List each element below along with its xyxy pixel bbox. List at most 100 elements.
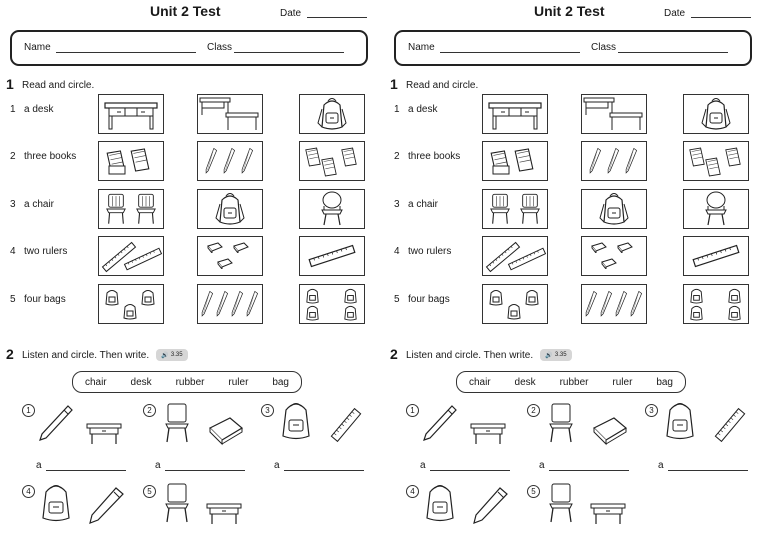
answer-line[interactable] xyxy=(46,470,126,471)
rubber-picture[interactable] xyxy=(206,410,246,452)
item-number-badge: 5 xyxy=(143,485,156,498)
answer-line[interactable] xyxy=(430,470,510,471)
chair-picture[interactable] xyxy=(158,482,198,524)
rubber-picture[interactable] xyxy=(590,410,630,452)
name-label: Name xyxy=(24,42,51,53)
audio-track-number: 3.35 xyxy=(170,352,183,358)
backpack-picture-option[interactable] xyxy=(581,189,647,229)
name-class-box xyxy=(394,30,752,66)
desk-picture[interactable] xyxy=(588,490,628,532)
desk-picture[interactable] xyxy=(468,410,508,452)
answer-line[interactable] xyxy=(165,470,245,471)
chair-picture[interactable] xyxy=(542,482,582,524)
chair-picture[interactable] xyxy=(542,402,582,444)
answer-line[interactable] xyxy=(668,470,748,471)
exercise-1-number: 1 xyxy=(390,76,398,92)
item-number-badge: 3 xyxy=(261,404,274,417)
three-bags-picture-option[interactable] xyxy=(98,284,164,324)
row-number: 1 xyxy=(394,104,400,115)
answer-line[interactable] xyxy=(284,470,364,471)
audio-track-button[interactable]: 🔊3.35 xyxy=(156,349,188,361)
audio-track-button[interactable]: 🔊3.35 xyxy=(540,349,572,361)
four-bags-picture-option[interactable] xyxy=(299,284,365,324)
table-and-desk-picture-option[interactable] xyxy=(581,94,647,134)
chair-picture[interactable] xyxy=(158,402,198,444)
chair-picture-option[interactable] xyxy=(299,189,365,229)
row-label: two rulers xyxy=(24,246,68,257)
ruler-picture[interactable] xyxy=(710,404,750,446)
two-rulers-picture-option[interactable] xyxy=(98,236,164,276)
item-number-badge: 1 xyxy=(22,404,35,417)
row-label: four bags xyxy=(408,294,450,305)
speaker-icon: 🔊 xyxy=(161,352,169,359)
table-and-desk-picture-option[interactable] xyxy=(197,94,263,134)
three-pencils-picture-option[interactable] xyxy=(581,141,647,181)
three-rubbers-picture-option[interactable] xyxy=(197,236,263,276)
desk-picture[interactable] xyxy=(204,490,244,532)
date-label: Date xyxy=(280,8,302,19)
answer-line[interactable] xyxy=(549,470,629,471)
row-number: 2 xyxy=(394,151,400,162)
ruler-picture-option[interactable] xyxy=(683,236,749,276)
class-answer-line[interactable] xyxy=(234,52,344,53)
two-chairs-picture-option[interactable] xyxy=(98,189,164,229)
ruler-picture[interactable] xyxy=(326,404,366,446)
name-answer-line[interactable] xyxy=(440,52,580,53)
two-books-picture-option[interactable] xyxy=(482,141,548,181)
word-bank-word: chair xyxy=(468,376,491,388)
desk-picture-option[interactable] xyxy=(482,94,548,134)
word-bank-word: rubber xyxy=(175,376,205,388)
pen-picture[interactable] xyxy=(86,484,126,526)
item-number-badge: 2 xyxy=(527,404,540,417)
row-number: 4 xyxy=(10,246,16,257)
four-bags-picture-option[interactable] xyxy=(683,284,749,324)
word-bank-word: ruler xyxy=(228,376,249,388)
class-answer-line[interactable] xyxy=(618,52,728,53)
chair-picture-option[interactable] xyxy=(683,189,749,229)
backpack-picture[interactable] xyxy=(660,400,700,442)
pencil-picture[interactable] xyxy=(36,402,76,444)
ruler-picture-option[interactable] xyxy=(299,236,365,276)
word-bank-word: bag xyxy=(656,376,673,388)
two-chairs-picture-option[interactable] xyxy=(482,189,548,229)
word-bank-word: chair xyxy=(84,376,107,388)
two-books-picture-option[interactable] xyxy=(98,141,164,181)
backpack-picture-option[interactable] xyxy=(299,94,365,134)
two-rulers-picture-option[interactable] xyxy=(482,236,548,276)
word-bank-word: desk xyxy=(514,376,536,388)
backpack-picture-option[interactable] xyxy=(683,94,749,134)
row-label: three books xyxy=(408,151,461,162)
word-bank-word: bag xyxy=(272,376,289,388)
four-pens-picture-option[interactable] xyxy=(581,284,647,324)
name-answer-line[interactable] xyxy=(56,52,196,53)
backpack-picture[interactable] xyxy=(276,400,316,442)
desk-picture-option[interactable] xyxy=(98,94,164,134)
date-answer-line[interactable] xyxy=(691,17,751,18)
item-number-badge: 3 xyxy=(645,404,658,417)
row-label: two rulers xyxy=(408,246,452,257)
exercise-1-instruction: Read and circle. xyxy=(406,80,479,91)
pen-picture[interactable] xyxy=(470,484,510,526)
four-pens-picture-option[interactable] xyxy=(197,284,263,324)
date-answer-line[interactable] xyxy=(307,17,367,18)
item-number-badge: 4 xyxy=(22,485,35,498)
three-bags-picture-option[interactable] xyxy=(482,284,548,324)
three-books-picture-option[interactable] xyxy=(683,141,749,181)
row-label: four bags xyxy=(24,294,66,305)
answer-prefix: a xyxy=(155,460,161,471)
answer-prefix: a xyxy=(539,460,545,471)
three-books-picture-option[interactable] xyxy=(299,141,365,181)
word-bank: chair desk rubber ruler bag xyxy=(72,371,302,393)
backpack-picture[interactable] xyxy=(36,482,76,524)
three-rubbers-picture-option[interactable] xyxy=(581,236,647,276)
backpack-picture-option[interactable] xyxy=(197,189,263,229)
backpack-picture[interactable] xyxy=(420,482,460,524)
word-bank-word: desk xyxy=(130,376,152,388)
name-label: Name xyxy=(408,42,435,53)
item-number-badge: 2 xyxy=(143,404,156,417)
pencil-picture[interactable] xyxy=(420,402,460,444)
three-pencils-picture-option[interactable] xyxy=(197,141,263,181)
desk-picture[interactable] xyxy=(84,410,124,452)
